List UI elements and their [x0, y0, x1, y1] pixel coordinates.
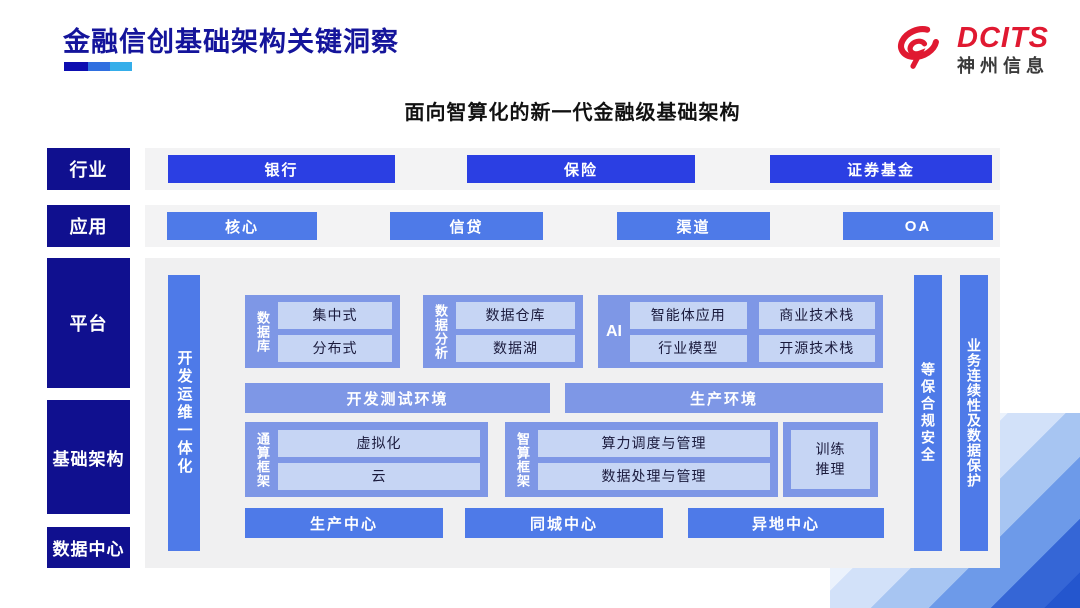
- application-row: 核心 信贷 渠道 OA: [145, 205, 1000, 247]
- production-environment-bar: 生产环境: [565, 383, 883, 413]
- analytics-item-lake: 数据湖: [456, 334, 575, 362]
- production-center-bar: 生产中心: [245, 508, 443, 538]
- industry-row: 银行 保险 证券基金: [145, 148, 1000, 190]
- analytics-group-label: 数据分析: [433, 303, 448, 360]
- general-computing-label: 通算框架: [255, 431, 270, 488]
- side-label-infrastructure: 基础架构: [47, 400, 130, 514]
- business-continuity-bar: 业务连续性及数据保护: [960, 275, 988, 551]
- brand-name: DCITS: [957, 21, 1049, 54]
- analytics-item-warehouse: 数据仓库: [456, 301, 575, 329]
- application-item-channel: 渠道: [617, 212, 770, 240]
- ai-item-industry-models: 行业模型: [630, 334, 747, 362]
- remote-center-bar: 异地中心: [688, 508, 884, 538]
- application-item-core: 核心: [167, 212, 317, 240]
- analytics-group: 数据分析 数据仓库 数据湖: [423, 295, 583, 368]
- security-compliance-bar: 等保合规安全: [914, 275, 942, 551]
- general-item-cloud: 云: [278, 462, 480, 490]
- ai-item-opensource-stack: 开源技术栈: [758, 334, 875, 362]
- intelligent-item-data-management: 数据处理与管理: [538, 462, 770, 490]
- application-item-credit: 信贷: [390, 212, 543, 240]
- intelligent-item-compute-scheduling: 算力调度与管理: [538, 429, 770, 457]
- side-label-datacenter: 数据中心: [47, 527, 130, 568]
- application-item-oa: OA: [843, 212, 993, 240]
- ai-item-commercial-stack: 商业技术栈: [758, 301, 875, 329]
- industry-item-securities: 证券基金: [770, 155, 992, 183]
- industry-item-insurance: 保险: [467, 155, 695, 183]
- training-inference-group: 训练推理: [783, 422, 878, 497]
- samecity-center-bar: 同城中心: [465, 508, 663, 538]
- page-title: 金融信创基础架构关键洞察: [63, 27, 399, 57]
- dev-test-environment-bar: 开发测试环境: [245, 383, 550, 413]
- underline-segment-light: [110, 62, 132, 71]
- general-item-virtualization: 虚拟化: [278, 429, 480, 457]
- industry-item-bank: 银行: [168, 155, 395, 183]
- company-name: 神州信息: [957, 55, 1049, 76]
- intelligent-computing-label: 智算框架: [515, 431, 530, 488]
- underline-segment-dark: [64, 62, 88, 71]
- side-label-platform: 平台: [47, 258, 130, 388]
- database-group: 数据库 集中式 分布式: [245, 295, 400, 368]
- training-inference-label: 训练推理: [815, 440, 846, 477]
- side-label-application: 应用: [47, 205, 130, 247]
- underline-segment-mid: [88, 62, 110, 71]
- ai-group: AI 智能体应用 商业技术栈 行业模型 开源技术栈: [598, 295, 883, 368]
- general-computing-group: 通算框架 虚拟化 云: [245, 422, 488, 497]
- database-item-centralized: 集中式: [278, 301, 392, 329]
- diagram-subtitle: 面向智算化的新一代金融级基础架构: [404, 102, 741, 124]
- swirl-icon: [898, 26, 939, 69]
- side-label-industry: 行业: [47, 148, 130, 190]
- title-underline: [64, 62, 132, 71]
- brand-logo: DCITS 神州信息: [893, 18, 1063, 80]
- platform-panel: 开发运维一体化 等保合规安全 业务连续性及数据保护 数据库 集中式 分布式 数据…: [145, 258, 1000, 568]
- intelligent-computing-group: 智算框架 算力调度与管理 数据处理与管理: [505, 422, 778, 497]
- database-item-distributed: 分布式: [278, 334, 392, 362]
- database-group-label: 数据库: [255, 310, 270, 353]
- ai-group-label: AI: [606, 322, 622, 340]
- training-inference-box: 训练推理: [791, 430, 870, 489]
- ai-item-agent-apps: 智能体应用: [630, 301, 747, 329]
- devops-vertical-bar: 开发运维一体化: [168, 275, 200, 551]
